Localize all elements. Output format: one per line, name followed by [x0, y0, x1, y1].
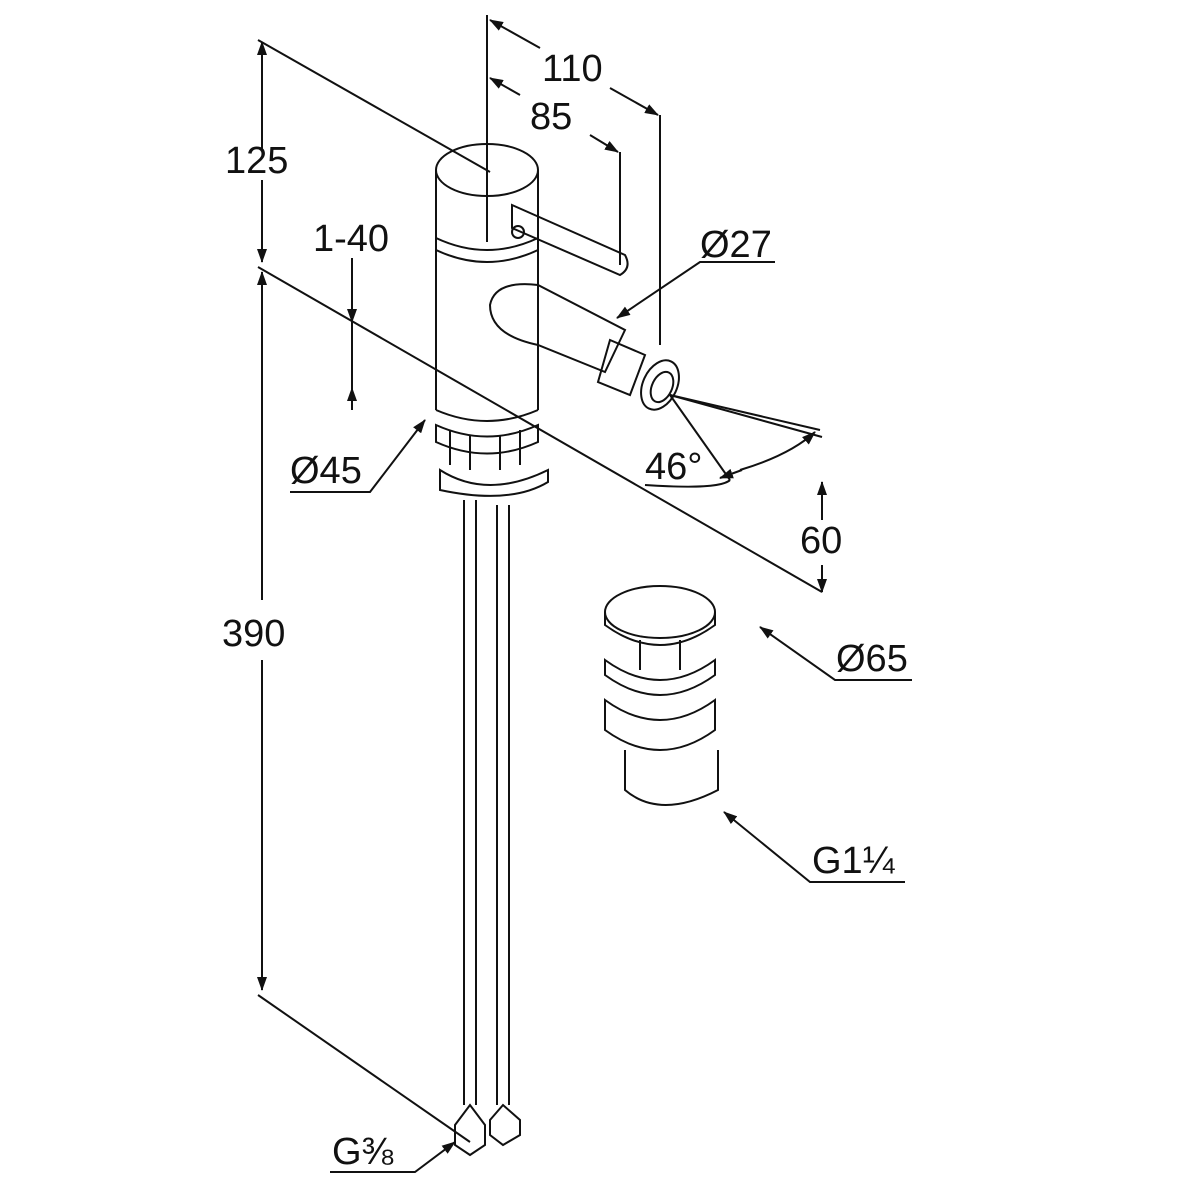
dimension-line-spout-height	[669, 394, 827, 593]
label-lever-reach: 85	[530, 96, 573, 138]
leader-body	[290, 419, 426, 493]
label-supply-thread: G⅜	[332, 1131, 394, 1173]
label-top-height: 125	[225, 140, 289, 182]
label-spray-angle: 46°	[645, 446, 703, 488]
dimension-line-height	[257, 39, 823, 1143]
label-waste-diameter: Ø65	[836, 638, 908, 680]
angle-indicator	[644, 394, 821, 488]
dimension-line-reach	[486, 15, 661, 345]
leader-waste-thread	[723, 811, 905, 883]
leader-supply	[330, 1141, 456, 1173]
label-hose-length: 390	[222, 613, 286, 655]
supply-hoses	[454, 500, 521, 1157]
leader-spout	[616, 261, 775, 319]
faucet-body	[435, 143, 549, 497]
faucet-lever	[511, 203, 629, 277]
label-body-diameter: Ø45	[290, 450, 362, 492]
label-spout-height: 60	[800, 520, 843, 562]
pop-up-waste	[604, 585, 719, 806]
label-waste-thread: G1¼	[812, 840, 895, 882]
label-reach-total: 110	[542, 48, 603, 90]
faucet-spout	[488, 283, 680, 411]
label-deck-thickness: 1-40	[313, 218, 390, 260]
leader-waste	[759, 626, 912, 681]
label-spout-diameter: Ø27	[700, 224, 772, 266]
